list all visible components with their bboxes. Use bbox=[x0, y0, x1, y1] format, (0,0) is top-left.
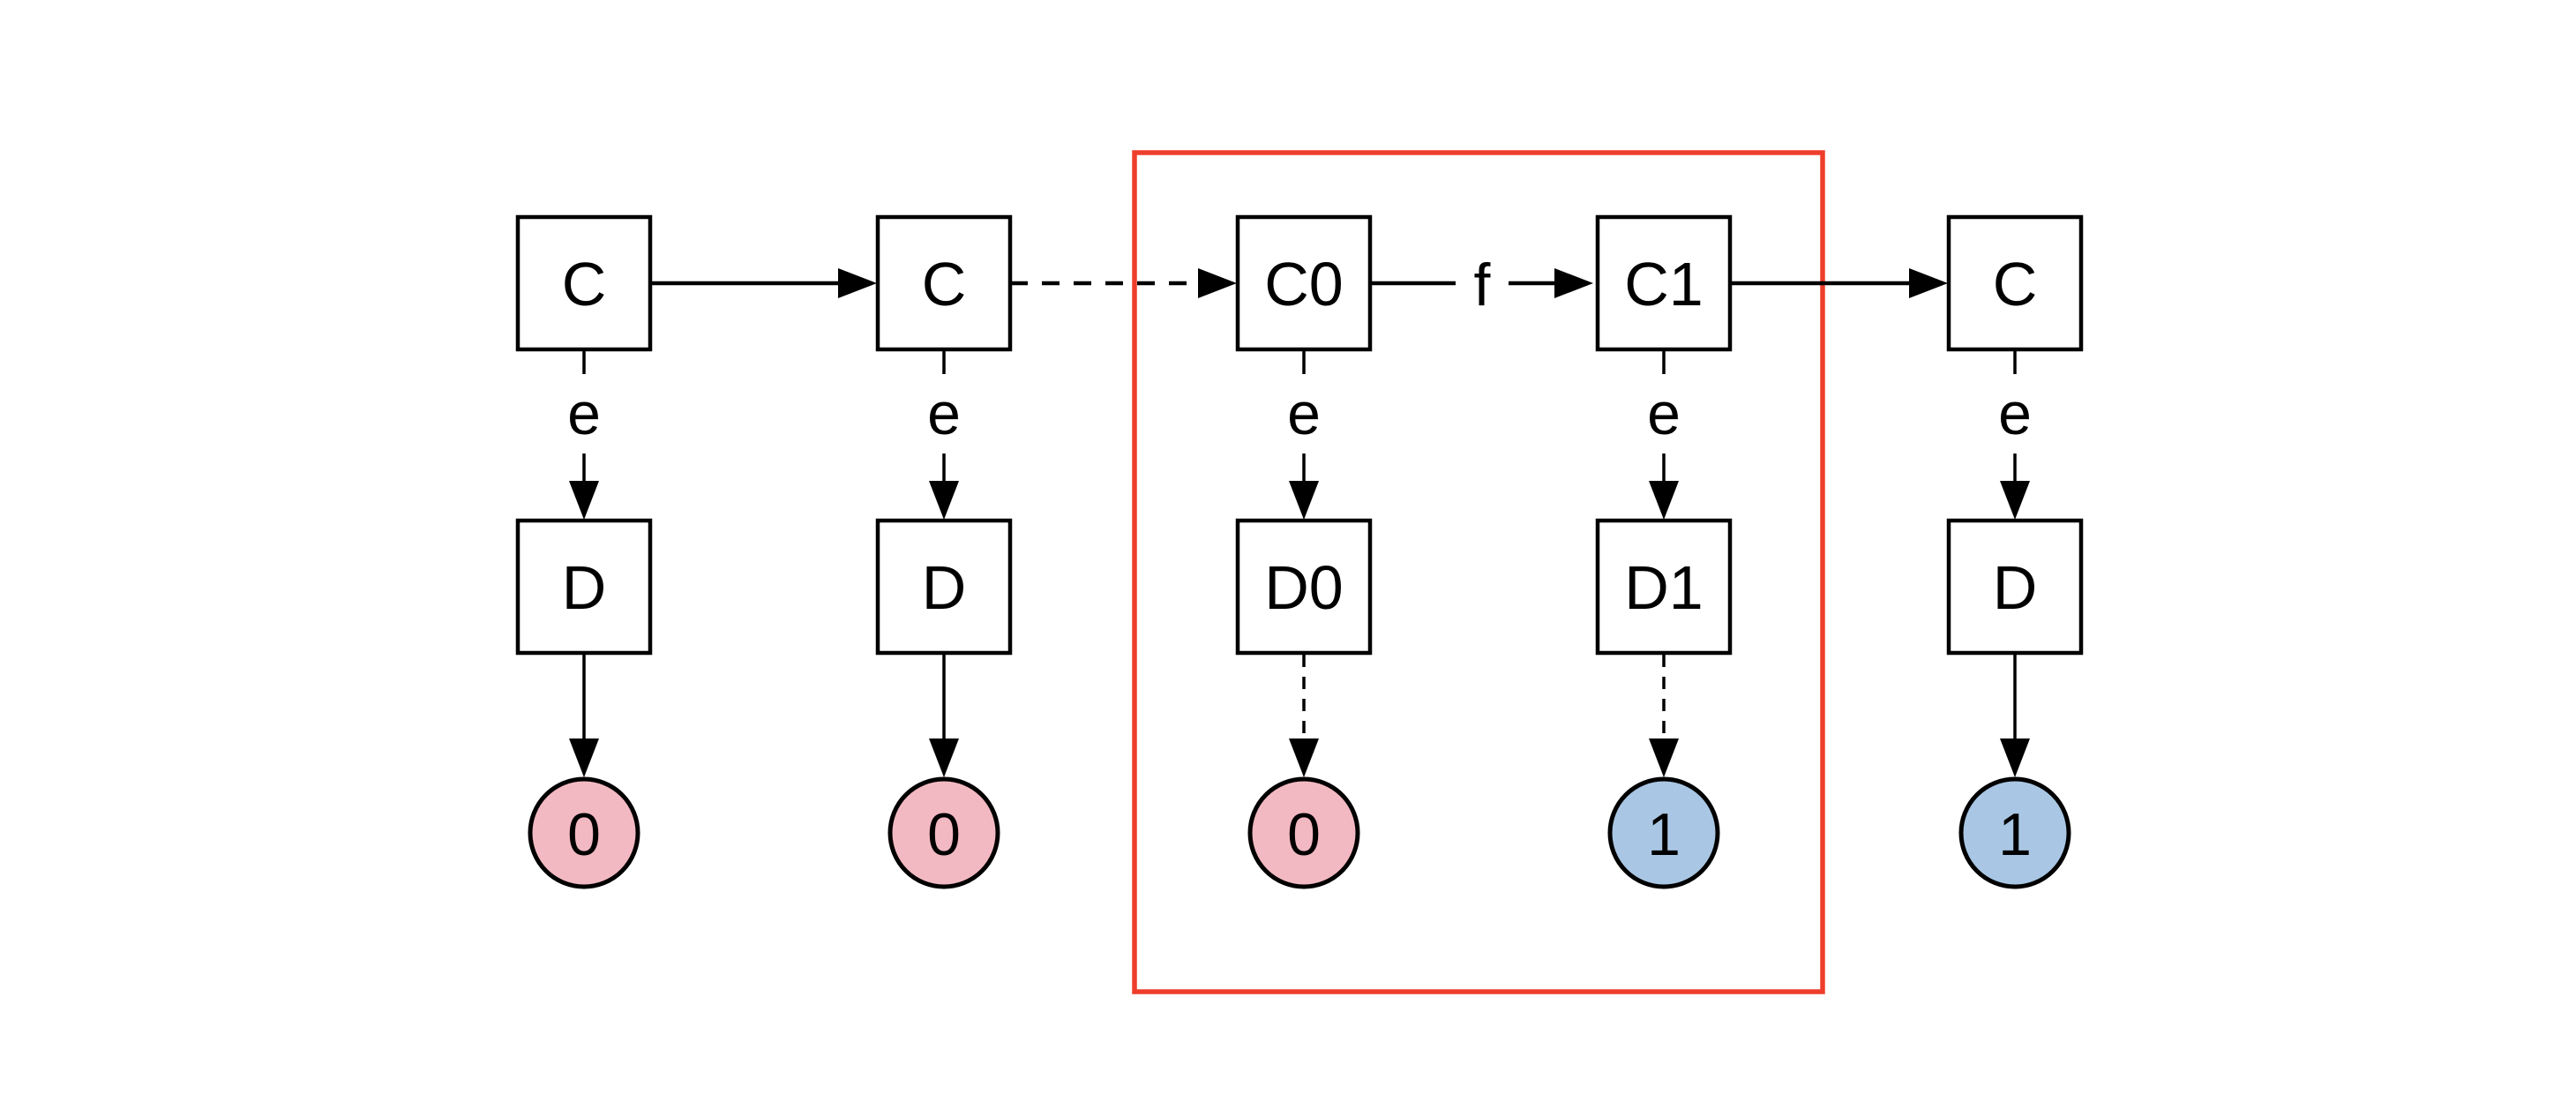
column-5: C e D 1 bbox=[1946, 214, 2084, 889]
value-2-label: 0 bbox=[927, 801, 961, 868]
edge-c5-d5-label: e bbox=[1998, 380, 2032, 447]
edge-c0-to-c1-label: f bbox=[1474, 251, 1491, 319]
value-circle-1 bbox=[528, 776, 640, 889]
column-3: C0 e D0 0 bbox=[1235, 214, 1373, 889]
node-d-1-label: D bbox=[562, 553, 607, 622]
node-d0-label: D0 bbox=[1264, 553, 1343, 622]
column-1: C e D 0 bbox=[515, 214, 653, 889]
top-row-edges: f bbox=[650, 251, 1948, 319]
node-d-2-label: D bbox=[922, 553, 967, 622]
edge-c1-d1-label: e bbox=[567, 380, 601, 447]
node-c-2-label: C bbox=[922, 250, 967, 319]
node-c-5-label: C bbox=[1993, 250, 2038, 319]
node-c1-label: C1 bbox=[1624, 250, 1703, 319]
node-c-1-label: C bbox=[562, 250, 607, 319]
column-4: C1 e D1 1 bbox=[1595, 214, 1733, 889]
value-circle-2 bbox=[887, 776, 1000, 889]
value-1-label: 0 bbox=[567, 801, 601, 868]
node-d1 bbox=[1595, 518, 1733, 656]
node-c1 bbox=[1595, 214, 1733, 352]
value-4-label: 1 bbox=[1647, 801, 1681, 868]
edge-c1col-d1col-label: e bbox=[1647, 380, 1681, 447]
value-3-label: 0 bbox=[1287, 801, 1321, 868]
node-d-1 bbox=[515, 518, 653, 656]
node-d-5 bbox=[1946, 518, 2084, 656]
node-d1-label: D1 bbox=[1624, 553, 1703, 622]
node-d-5-label: D bbox=[1993, 553, 2038, 622]
value-circle-3 bbox=[1247, 776, 1360, 889]
node-d0 bbox=[1235, 518, 1373, 656]
value-circle-4 bbox=[1607, 776, 1720, 889]
value-5-label: 1 bbox=[1998, 801, 2032, 868]
node-d-2 bbox=[875, 518, 1013, 656]
edge-c0-d0-label: e bbox=[1287, 380, 1321, 447]
node-c-5 bbox=[1946, 214, 2084, 352]
column-2: C e D 0 bbox=[875, 214, 1013, 889]
highlight-box bbox=[1132, 150, 1825, 994]
value-circle-5 bbox=[1958, 776, 2071, 889]
edge-c2-d2-label: e bbox=[927, 380, 961, 447]
node-c0-label: C0 bbox=[1264, 250, 1343, 319]
